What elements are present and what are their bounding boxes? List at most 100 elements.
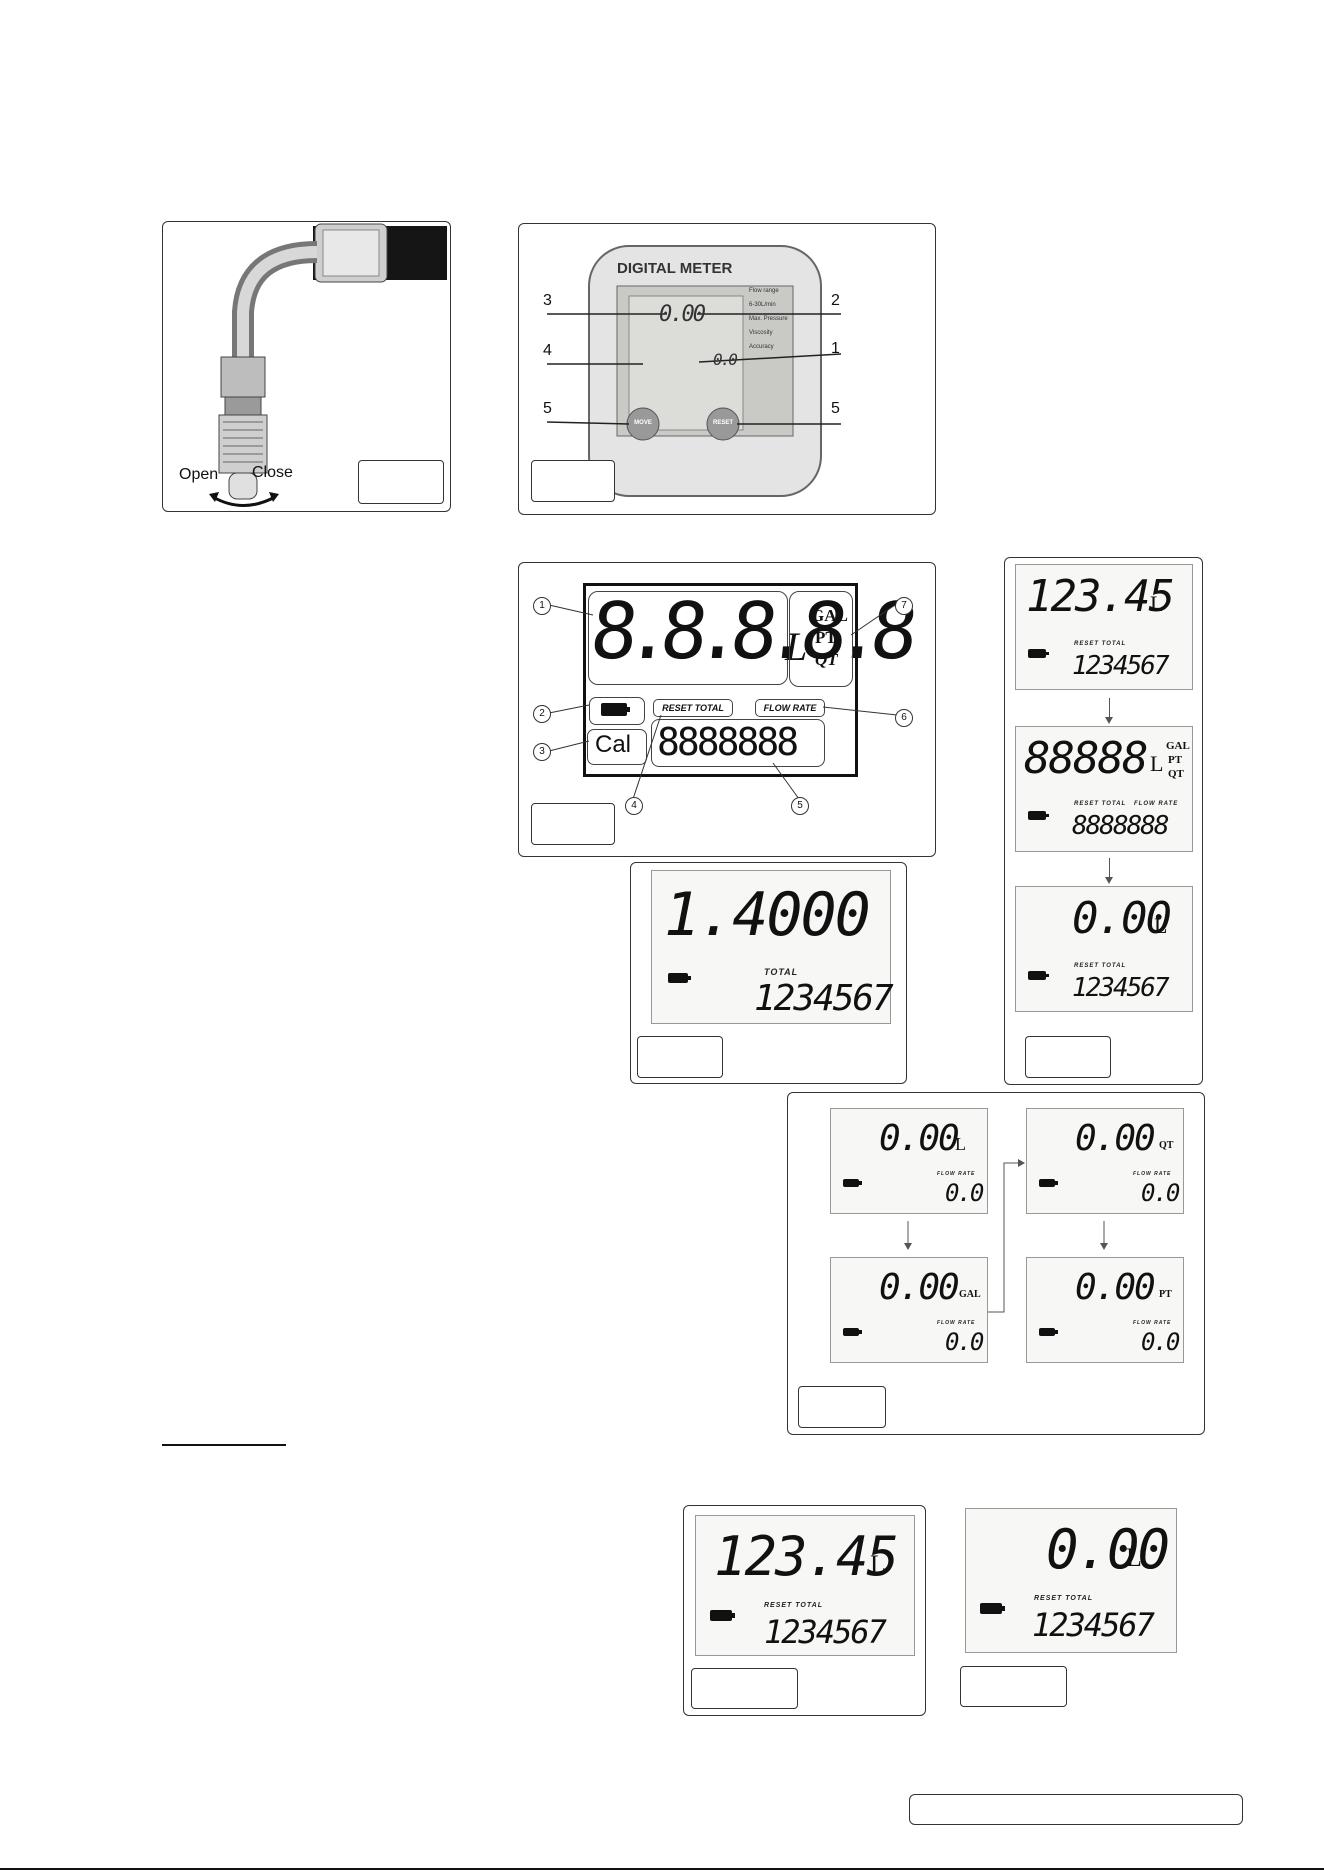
- meter-brand: DIGITAL METER: [617, 260, 733, 277]
- lcd-outer-frame: [583, 583, 858, 777]
- section-underline: [162, 1444, 286, 1446]
- figure-sequence-panel: 123.45 L RESET TOTAL 1234567 88888 L GAL…: [1004, 557, 1203, 1085]
- callout-3: 3: [543, 292, 552, 309]
- figure-units-panel: 0.00 L FLOW RATE 0.0 0.00 QT FLOW RATE 0…: [787, 1092, 1205, 1435]
- callout-6: 6: [895, 709, 913, 727]
- sequence-2-label: RESET TOTAL: [1074, 801, 1127, 807]
- unit-gal-label: GAL: [959, 1289, 981, 1300]
- callout-1: 1: [831, 340, 840, 357]
- unit-gal-lower: 0.0: [945, 1328, 984, 1356]
- open-label: Open: [179, 466, 219, 483]
- callout-4: 4: [543, 342, 552, 359]
- figure-number-tag: [798, 1386, 886, 1428]
- figure-number-tag: [531, 460, 615, 502]
- figure-number-tag: [531, 803, 615, 845]
- battery-icon: [980, 1603, 1005, 1614]
- lcd-flow-rate-label: FLOW RATE: [755, 699, 825, 717]
- reset-a-screen: 123.45 L RESET TOTAL 1234567: [695, 1515, 915, 1656]
- battery-icon: [601, 703, 630, 716]
- unit-gal-flow-label: FLOW RATE: [937, 1320, 976, 1326]
- reset-b-lower: 1234567: [1032, 1606, 1155, 1644]
- unit-cycle-arrows: [904, 1159, 1108, 1313]
- battery-icon: [843, 1328, 862, 1336]
- battery-icon: [668, 973, 691, 983]
- sequence-1-label: RESET TOTAL: [1074, 641, 1127, 647]
- meter-spec-text: Flow range 6-30L/min Max. Pressure Visco…: [749, 288, 788, 350]
- arrow-down: [1105, 858, 1113, 884]
- figure-reset-b-panel: 0.00 L RESET TOTAL 1234567: [960, 1505, 1186, 1716]
- battery-icon: [1039, 1328, 1058, 1336]
- lcd-unit-qt: QT: [815, 650, 838, 669]
- lcd-main-box: [588, 591, 788, 685]
- figure-lcd-diagram-panel: 8.8.8.8.8 L GAL PT QT Cal RESET TOTAL FL…: [518, 562, 936, 857]
- lcd-unit-pt: PT: [815, 628, 837, 647]
- lcd-cal-label: Cal: [595, 731, 632, 758]
- footer-box: [909, 1794, 1243, 1825]
- meter-button-reset: RESET: [712, 420, 733, 426]
- unit-l-main: 0.00: [879, 1118, 960, 1159]
- sequence-3-label: RESET TOTAL: [1074, 963, 1127, 969]
- battery-icon: [843, 1179, 862, 1187]
- lcd-unit-gal: GAL: [811, 606, 848, 625]
- battery-icon: [1028, 649, 1049, 658]
- callout-5: 5: [791, 797, 809, 815]
- meter-screen-value: 0.00: [659, 302, 706, 327]
- reset-a-main: 123.45: [714, 1525, 899, 1588]
- close-label: Close: [252, 464, 293, 481]
- sequence-2-lower: 8888888: [1072, 811, 1170, 841]
- unit-pt-main: 0.00: [1075, 1267, 1156, 1308]
- reset-b-label: RESET TOTAL: [1034, 1595, 1093, 1602]
- unit-screen-gal: 0.00 GAL FLOW RATE 0.0: [830, 1257, 988, 1363]
- meter-button-move: MOVE: [634, 420, 652, 426]
- total-main-digits: 1.4000: [664, 880, 871, 950]
- sequence-2-qt: QT: [1168, 768, 1184, 780]
- lcd-lower-digits: 8888888: [657, 720, 799, 764]
- reset-a-lower: 1234567: [764, 1613, 887, 1651]
- unit-pt-label: PT: [1159, 1289, 1172, 1300]
- figure-number-tag: [637, 1036, 723, 1078]
- callout-2: 2: [831, 292, 840, 309]
- lcd-cal-box: [587, 729, 647, 765]
- meter-illustration: [546, 245, 842, 497]
- unit-screen-l: 0.00 L FLOW RATE 0.0: [830, 1108, 988, 1214]
- valve-nozzle-image: [209, 223, 447, 507]
- unit-l-flow-label: FLOW RATE: [937, 1171, 976, 1177]
- sequence-2-unit: L: [1150, 751, 1164, 776]
- lcd-total-screen: 1.4000 TOTAL 1234567: [651, 870, 894, 1024]
- sequence-2-main: 88888: [1024, 733, 1148, 784]
- reset-b-screen: 0.00 L RESET TOTAL 1234567: [965, 1508, 1177, 1653]
- figure-valve-panel: Open Close: [162, 221, 451, 512]
- sequence-screen-1: 123.45 L RESET TOTAL 1234567: [1015, 564, 1193, 690]
- total-lower-digits: 1234567: [754, 978, 894, 1019]
- lcd-battery-box: [589, 697, 645, 725]
- figure-number-tag: [1025, 1036, 1111, 1078]
- figure-reset-a-panel: 123.45 L RESET TOTAL 1234567: [683, 1505, 926, 1716]
- sequence-2-label2: FLOW RATE: [1134, 801, 1179, 807]
- callout-7: 7: [895, 597, 913, 615]
- total-label: TOTAL: [764, 967, 799, 977]
- sequence-screen-2: 88888 L GAL PT QT RESET TOTAL FLOW RATE …: [1015, 726, 1193, 852]
- reset-a-unit: L: [870, 1550, 886, 1579]
- callout-1: 1: [533, 597, 551, 615]
- sequence-1-main: 123.45: [1026, 571, 1175, 622]
- figure-total-panel: 1.4000 TOTAL 1234567: [630, 862, 907, 1084]
- reset-b-main: 0.00: [1046, 1518, 1170, 1581]
- figure-number-tag: [960, 1666, 1067, 1707]
- unit-qt-lower: 0.0: [1141, 1179, 1180, 1207]
- figure-number-tag: [691, 1668, 798, 1709]
- unit-screen-qt: 0.00 QT FLOW RATE 0.0: [1026, 1108, 1184, 1214]
- sequence-3-lower: 1234567: [1072, 973, 1170, 1003]
- sequence-screen-3: 0.00 L RESET TOTAL 1234567: [1015, 886, 1193, 1012]
- battery-icon: [710, 1610, 735, 1621]
- callout-4: 4: [625, 797, 643, 815]
- unit-gal-main: 0.00: [879, 1267, 960, 1308]
- battery-icon: [1028, 971, 1049, 980]
- lcd-callout-lines: [548, 604, 898, 800]
- unit-pt-lower: 0.0: [1141, 1328, 1180, 1356]
- unit-screen-pt: 0.00 PT FLOW RATE 0.0: [1026, 1257, 1184, 1363]
- unit-pt-flow-label: FLOW RATE: [1133, 1320, 1172, 1326]
- sequence-3-main: 0.00: [1072, 893, 1172, 944]
- sequence-2-gal: GAL: [1166, 740, 1190, 752]
- battery-icon: [1039, 1179, 1058, 1187]
- callout-5-left: 5: [543, 400, 552, 417]
